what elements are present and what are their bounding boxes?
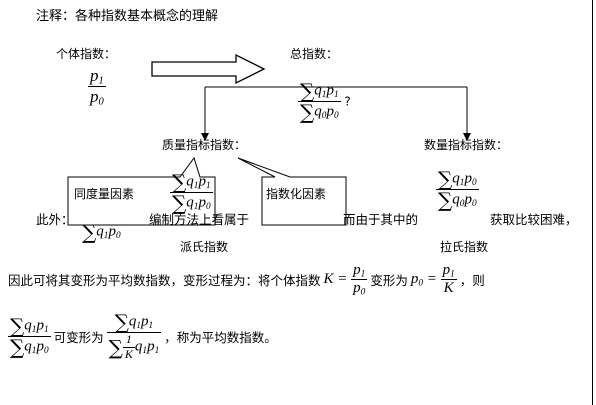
paragraph-line-3-b: ，称为平均数指数。: [164, 330, 277, 346]
individual-index-label: 个体指数：: [56, 47, 117, 61]
quality-index-caption: 派氏指数: [180, 240, 229, 254]
paragraph-line-2-b: 变形为: [370, 273, 408, 289]
covered-formula-denominator: ∑q1p0: [82, 220, 121, 244]
paragraph-line-2-a: 因此可将其变形为平均数指数，变形过程为：将个体指数: [8, 273, 321, 289]
quantity-index-caption: 拉氏指数: [440, 240, 489, 254]
paragraph-line-1-end: 获取比较困难，: [490, 212, 578, 227]
quality-index-formula: ∑q1p1 ∑q1p0: [170, 170, 213, 215]
right-arrow-icon: [151, 53, 266, 85]
callout-right-text: 指数化因素: [266, 185, 327, 202]
quantity-index-formula: ∑q1p0 ∑q0p0: [436, 167, 479, 212]
arrow-head-left-icon: [201, 133, 209, 141]
paragraph-line-1-prefix: 此外：: [36, 212, 74, 227]
quality-index-label: 质量指标指数：: [162, 138, 247, 152]
individual-index-formula: p1 p0: [88, 66, 106, 108]
quantity-index-label: 数量指标指数：: [424, 138, 509, 152]
paragraph-line-1-mid2: 而由于其中的: [343, 212, 419, 227]
total-index-formula: ∑q1p1 ∑q0p0 ?: [298, 79, 351, 124]
paragraph-line-1-mid1: 编制方法上看属于: [149, 212, 250, 227]
paragraph-line-2-c: ，则: [459, 273, 485, 289]
right-edge-divider: [592, 0, 593, 405]
total-index-label: 总指数：: [290, 47, 339, 61]
paragraph-line-3-a: 可变形为: [53, 330, 104, 346]
total-index-question-mark: ?: [344, 94, 351, 109]
note-title: 注释：各种指数基本概念的理解: [36, 9, 219, 24]
quality-index-original-formula: ∑q1p1 ∑q1p0: [8, 314, 51, 360]
callout-left-shape: [67, 156, 216, 226]
callout-left-text: 同度量因素: [74, 185, 135, 202]
arrow-head-right-icon: [463, 133, 471, 141]
